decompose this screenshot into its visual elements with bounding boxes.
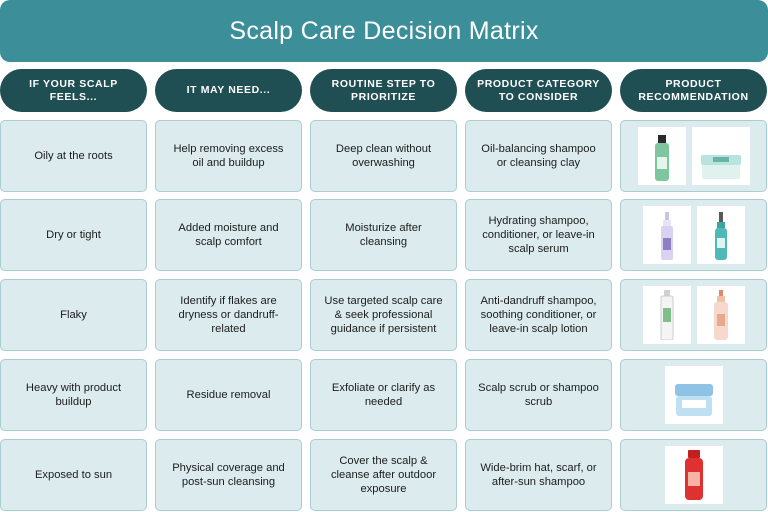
row-flaky-feels: Flaky xyxy=(0,279,147,351)
pink-spray-bottle-image xyxy=(696,286,745,344)
row-sun-step: Cover the scalp & cleanse after outdoor … xyxy=(310,439,457,511)
row-oily-feels: Oily at the roots xyxy=(0,120,147,192)
row-flaky-step: Use targeted scalp care & seek professio… xyxy=(310,279,457,351)
column-header-need: IT MAY NEED... xyxy=(155,69,302,112)
column-header-recommendation: PRODUCT RECOMMENDATION xyxy=(620,69,767,112)
row-sun-feels: Exposed to sun xyxy=(0,439,147,511)
row-sun-need: Physical coverage and post-sun cleansing xyxy=(155,439,302,511)
column-header-feels: IF YOUR SCALP FEELS... xyxy=(0,69,147,112)
white-tall-bottle-image xyxy=(642,286,691,344)
red-sun-shampoo-bottle-image xyxy=(664,446,723,504)
row-dry-need: Added moisture and scalp comfort xyxy=(155,199,302,271)
page-title: Scalp Care Decision Matrix xyxy=(0,0,768,62)
row-flaky-products xyxy=(620,279,767,351)
column-header-step: ROUTINE STEP TO PRIORITIZE xyxy=(310,69,457,112)
row-buildup-products xyxy=(620,359,767,431)
row-sun-category: Wide-brim hat, scarf, or after-sun shamp… xyxy=(465,439,612,511)
row-oily-step: Deep clean without overwashing xyxy=(310,120,457,192)
teal-dropper-bottle-image xyxy=(696,206,745,264)
row-oily-category: Oil-balancing shampoo or cleansing clay xyxy=(465,120,612,192)
row-buildup-feels: Heavy with product buildup xyxy=(0,359,147,431)
row-buildup-need: Residue removal xyxy=(155,359,302,431)
row-buildup-category: Scalp scrub or shampoo scrub xyxy=(465,359,612,431)
lavender-serum-bottle-image xyxy=(642,206,691,264)
row-dry-feels: Dry or tight xyxy=(0,199,147,271)
row-flaky-category: Anti-dandruff shampoo, soothing conditio… xyxy=(465,279,612,351)
row-dry-step: Moisturize after cleansing xyxy=(310,199,457,271)
row-oily-need: Help removing excess oil and buildup xyxy=(155,120,302,192)
green-shampoo-bottle-image xyxy=(637,127,686,185)
row-buildup-step: Exfoliate or clarify as needed xyxy=(310,359,457,431)
row-dry-products xyxy=(620,199,767,271)
blue-scrub-jar-image xyxy=(664,366,723,424)
row-oily-products xyxy=(620,120,767,192)
row-sun-products xyxy=(620,439,767,511)
clay-jar-image xyxy=(691,127,750,185)
column-header-category: PRODUCT CATEGORY TO CONSIDER xyxy=(465,69,612,112)
row-flaky-need: Identify if flakes are dryness or dandru… xyxy=(155,279,302,351)
row-dry-category: Hydrating shampoo, conditioner, or leave… xyxy=(465,199,612,271)
